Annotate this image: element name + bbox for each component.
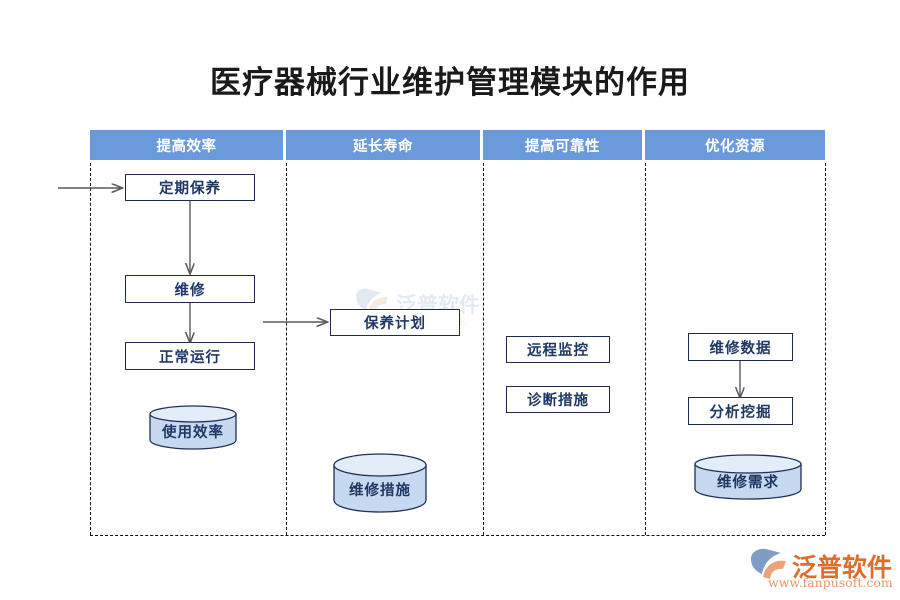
lane-divider-right [825, 163, 826, 535]
lane-divider-1 [286, 163, 287, 535]
lane-divider-left [90, 163, 91, 535]
node-dingqibaoyang[interactable]: 定期保养 [125, 174, 255, 201]
lane-header-2: 延长寿命 [286, 130, 480, 160]
node-zhenduancuoshi[interactable]: 诊断措施 [506, 386, 610, 413]
node-baoyangjihua[interactable]: 保养计划 [330, 309, 460, 336]
node-weixiuxuqiu[interactable]: 维修需求 [693, 453, 803, 501]
swimlane-header-band: 提高效率 延长寿命 提高可靠性 优化资源 [90, 130, 825, 160]
node-shiyongxiaolv[interactable]: 使用效率 [148, 404, 238, 450]
brand-name: 泛普软件 [792, 553, 893, 582]
node-fenxiwajue[interactable]: 分析挖掘 [688, 397, 793, 425]
node-yuanchengjiankong[interactable]: 远程监控 [506, 336, 610, 363]
lane-header-4: 优化资源 [645, 130, 825, 160]
lane-header-3: 提高可靠性 [483, 130, 642, 160]
lane-header-1: 提高效率 [90, 130, 283, 160]
lane-divider-3 [645, 163, 646, 535]
brand-logo: 泛普软件 www.fanpusoft.com [748, 548, 893, 594]
brand-url: www.fanpusoft.com [768, 575, 893, 590]
node-weixiushuju[interactable]: 维修数据 [688, 333, 793, 361]
brand-mark-icon [751, 548, 786, 579]
node-weixiucuoshi[interactable]: 维修措施 [332, 452, 428, 514]
lane-divider-2 [483, 163, 484, 535]
lane-bottom-border [90, 535, 825, 536]
page-title: 医疗器械行业维护管理模块的作用 [210, 65, 690, 101]
node-zhengchangyunxing[interactable]: 正常运行 [125, 342, 255, 370]
node-weixiu[interactable]: 维修 [125, 275, 255, 303]
